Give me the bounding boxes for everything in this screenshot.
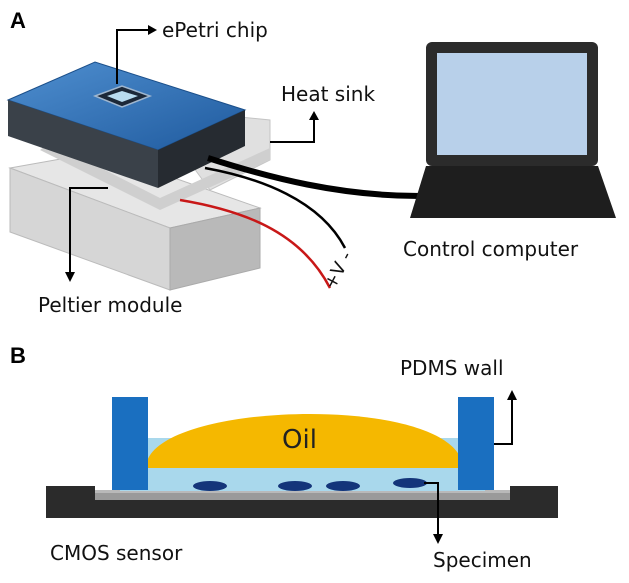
panel-a: A +V - <box>6 8 616 317</box>
panel-b-letter: B <box>10 343 26 368</box>
red-wire <box>179 198 332 289</box>
pdms-pointer <box>494 398 513 445</box>
laptop-base <box>410 166 616 218</box>
pdms-wall-right <box>458 397 494 490</box>
peltier-label: Peltier module <box>38 293 182 317</box>
panel-b: B Oil PDMS wall Specimen CMOS sensor <box>10 343 558 572</box>
panel-a-letter: A <box>10 8 26 33</box>
pdms-label: PDMS wall <box>400 356 504 380</box>
usb-cable <box>207 155 421 199</box>
oil-label: Oil <box>282 425 317 455</box>
specimen-cell <box>326 481 360 491</box>
heat-sink-label: Heat sink <box>281 82 375 106</box>
epetri-chip <box>92 85 153 108</box>
cmos-sensor <box>95 490 510 500</box>
voltage-label: +V - <box>320 248 357 293</box>
chip-label: ePetri chip <box>162 18 268 42</box>
peltier-pointer <box>69 187 108 274</box>
cmos-label: CMOS sensor <box>50 541 183 565</box>
specimen-pointer <box>424 482 439 536</box>
specimen-label: Specimen <box>433 548 532 572</box>
pdms-wall-left <box>112 397 148 490</box>
computer-label: Control computer <box>403 237 579 261</box>
laptop-screen <box>437 53 587 155</box>
chip-pointer <box>116 29 150 84</box>
heat-sink-pointer <box>270 118 315 143</box>
specimen-cell <box>278 481 312 491</box>
specimen-cell <box>393 478 427 488</box>
control-computer <box>410 42 616 218</box>
black-wire <box>204 166 347 249</box>
specimen-cell <box>193 481 227 491</box>
oil-layer <box>146 413 463 468</box>
package-base <box>46 486 558 518</box>
